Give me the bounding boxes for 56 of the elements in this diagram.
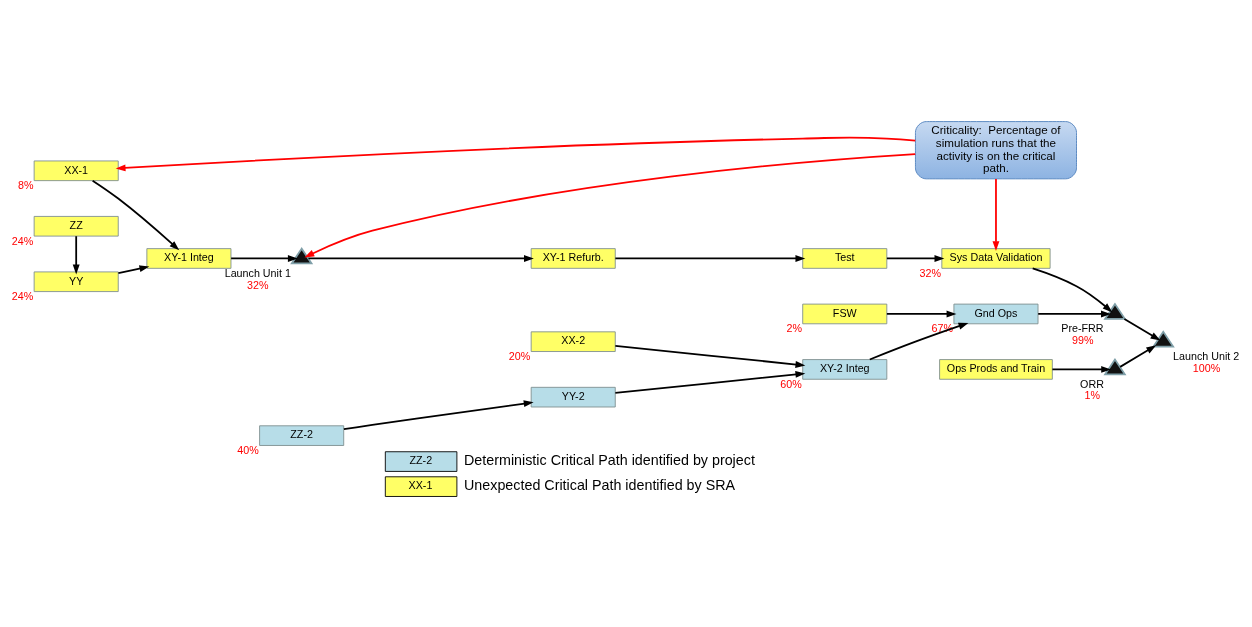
node-label: 1% <box>1084 389 1101 402</box>
arrow <box>1123 318 1161 341</box>
node-box: ZZ <box>33 215 119 237</box>
node-box: Criticality: Percentage of simulation runs that the activity is on the critical path. <box>915 121 1077 180</box>
arrow <box>886 310 957 318</box>
node-label: 60% <box>780 377 802 390</box>
label: XX-1 <box>408 479 433 492</box>
node-label: 67% <box>931 322 954 335</box>
arrow <box>1051 365 1112 373</box>
arrow <box>342 400 534 431</box>
arrow <box>117 265 150 274</box>
node-box: XY-2 Integ <box>802 359 888 380</box>
label: ZZ-2 <box>409 454 433 467</box>
arrow <box>868 322 969 361</box>
node-box: YY-2 <box>530 386 616 408</box>
node-label: ORR <box>1080 377 1104 390</box>
node-label: 40% <box>237 444 259 457</box>
node-box: ZZ-2 <box>259 425 345 446</box>
node-box: Gnd Ops <box>953 303 1039 325</box>
arrow <box>230 255 298 262</box>
legend-label: Unexpected Critical Path identified by SRA <box>464 477 736 494</box>
node-label: 99% <box>1072 334 1094 347</box>
arrow <box>304 153 917 258</box>
node-label: 24% <box>11 290 34 303</box>
arrow <box>1031 267 1113 313</box>
arrow <box>115 136 917 172</box>
node-box: XX-2 <box>530 331 616 352</box>
arrow <box>614 255 806 262</box>
legend-label: Deterministic Critical Path identified by project <box>464 451 755 468</box>
node-box: Test <box>802 248 888 269</box>
node-label: Pre-FRR <box>1061 322 1104 335</box>
node-box: XY-1 Integ <box>146 248 232 269</box>
node-box: XX-1 <box>33 160 119 182</box>
arrow <box>307 255 534 262</box>
arrow <box>886 255 945 262</box>
arrow <box>72 235 80 275</box>
arrow <box>1037 310 1111 318</box>
node-box: XY-1 Refurb. <box>530 248 616 269</box>
node-box: Sys Data Validation <box>941 248 1051 269</box>
node-label: 100% <box>1192 361 1221 374</box>
arrow <box>91 179 180 251</box>
node-label: 32% <box>919 266 941 279</box>
node-label: 24% <box>11 234 34 247</box>
arrow <box>1119 345 1157 368</box>
arrow <box>614 370 806 394</box>
node-label: 32% <box>247 278 269 291</box>
node-label: Launch Unit 2 <box>1173 350 1240 363</box>
arrow <box>992 178 1000 252</box>
arrow <box>614 345 806 368</box>
node-box: YY <box>33 271 119 293</box>
node-label: 20% <box>508 350 531 363</box>
node-box: Ops Prods and Train <box>939 359 1053 380</box>
node-label: 8% <box>18 179 34 192</box>
node-box: FSW <box>802 303 888 325</box>
node-label: Launch Unit 1 <box>224 266 291 279</box>
node-label: 2% <box>786 322 803 335</box>
